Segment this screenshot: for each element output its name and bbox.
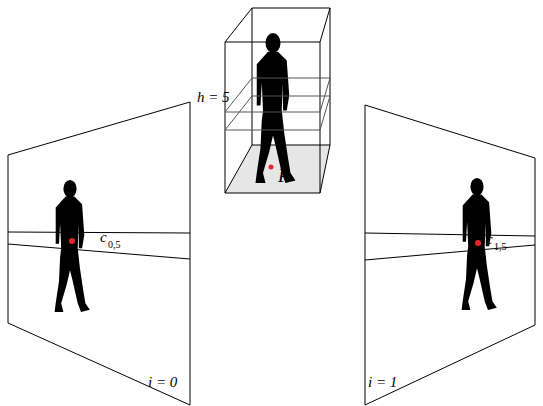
ground-line (8, 244, 190, 259)
ground-line (365, 245, 535, 260)
horizon-line (8, 232, 190, 233)
camera-index: i = 1 (368, 375, 397, 390)
projection-subscript: 1,5 (494, 242, 507, 252)
person-silhouette (256, 33, 296, 183)
projection-label: c (100, 230, 107, 245)
horizon-line (365, 233, 535, 236)
ground-point (269, 165, 274, 170)
image-plane (365, 105, 535, 405)
box-edge (252, 8, 253, 145)
image-plane (8, 102, 190, 405)
projection-point (475, 240, 481, 246)
projection-point (69, 238, 75, 244)
person-silhouette (462, 178, 497, 310)
projection-label: c (486, 232, 493, 247)
box-top (225, 8, 330, 42)
box-edge (225, 42, 226, 193)
camera-index: i = 0 (148, 375, 177, 390)
height-slice (225, 96, 330, 130)
projection-subscript: 0,5 (108, 240, 121, 250)
height-label: h = 5 (197, 90, 230, 105)
point-label: P (278, 166, 290, 185)
person-silhouette (55, 180, 90, 312)
height-slice (225, 78, 330, 112)
box-edge (330, 8, 331, 145)
box-edge (320, 42, 321, 193)
